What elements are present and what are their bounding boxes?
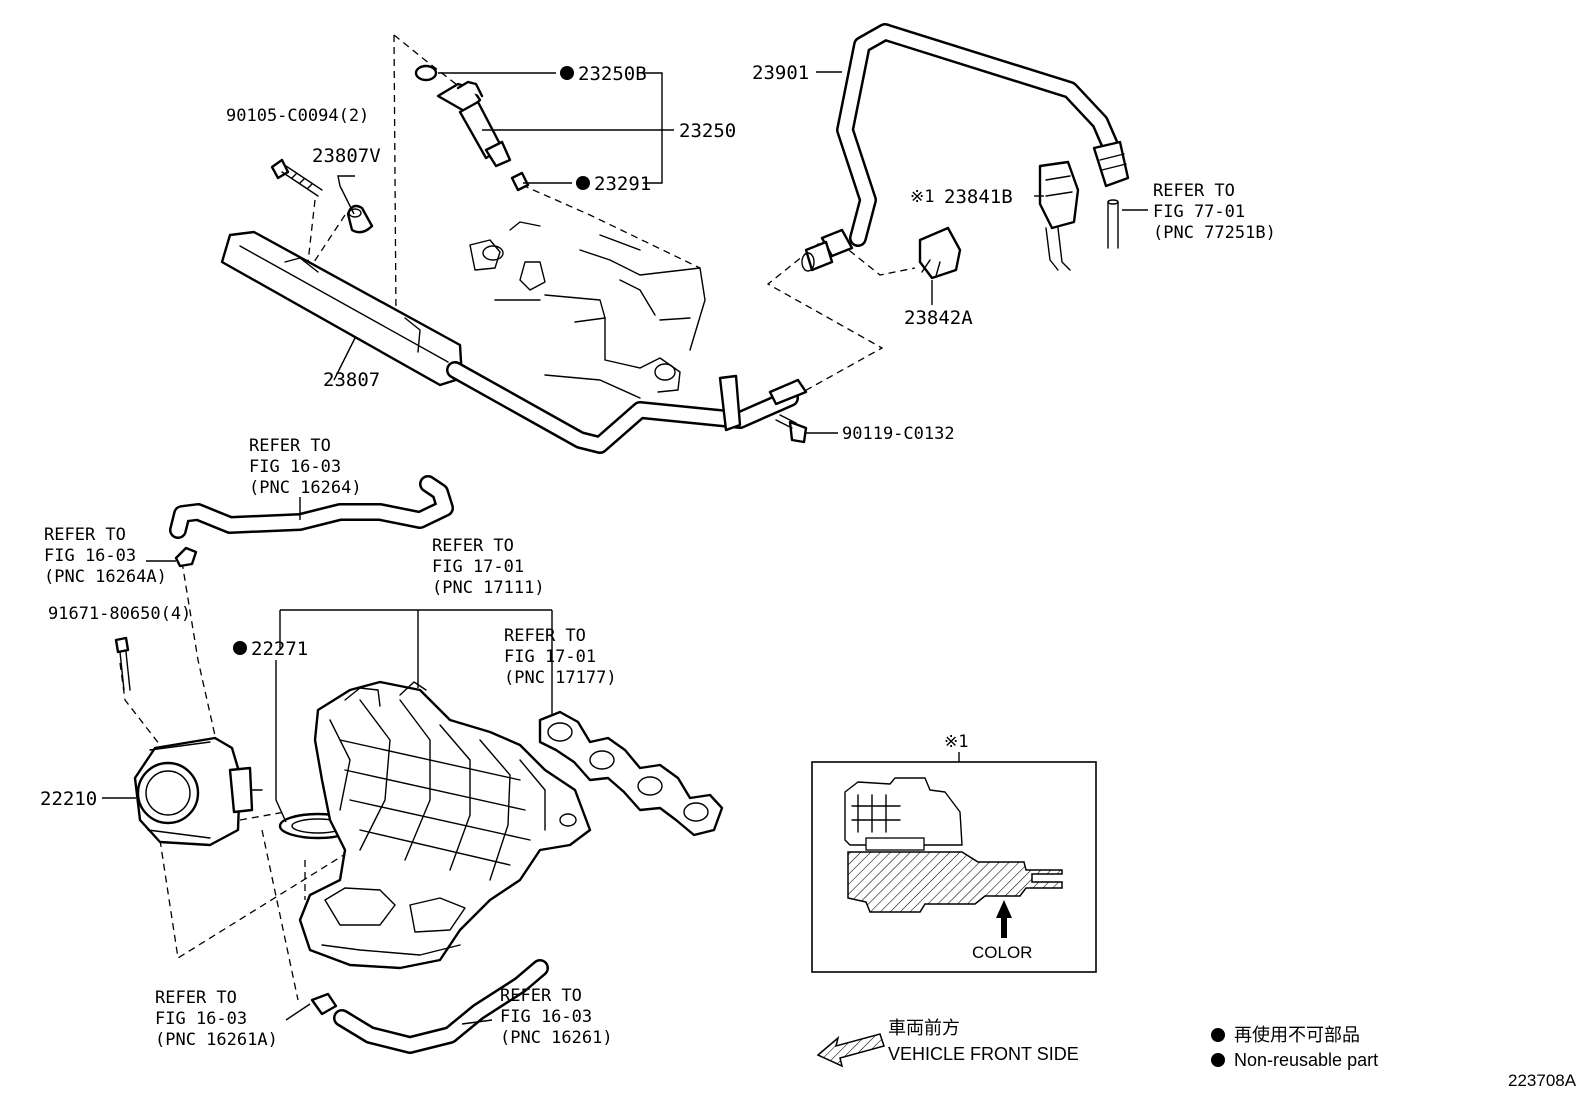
fuel-delivery-pipe-23807[interactable] [220, 230, 808, 454]
injector-23250[interactable] [414, 64, 530, 192]
gasket-17177[interactable] [538, 710, 724, 837]
ventilation-hose-16264 [169, 475, 454, 539]
label-90119-c0132: 90119-C0132 [842, 424, 955, 444]
inset-mark: ※1 [944, 732, 968, 752]
label-23250: 23250 [679, 120, 736, 142]
refer-16261-line3: (PNC 16261) [500, 1028, 613, 1048]
figure-id: 223708A [1508, 1071, 1577, 1090]
legend-nonreuse-jp: 再使用不可部品 [1234, 1025, 1360, 1045]
nonreusable-dot-23250b [560, 66, 574, 80]
bolt-91671-80650[interactable] [114, 636, 131, 691]
clip-23842a[interactable] [918, 226, 962, 280]
tube-77251b [1107, 199, 1119, 249]
bolt-90119-c0132[interactable] [775, 414, 808, 444]
vehicle-front-indicator: 車両前方 VEHICLE FRONT SIDE [816, 1018, 1079, 1068]
label-23841b-mark: ※1 [910, 187, 934, 207]
refer-17111[interactable]: REFER TO FIG 17-01 (PNC 17111) [432, 536, 545, 598]
refer-16264[interactable]: REFER TO FIG 16-03 (PNC 16264) [249, 436, 362, 498]
legend-nonreuse-en: Non-reusable part [1234, 1050, 1378, 1070]
bolt-90105-c0094[interactable] [270, 158, 323, 197]
refer-17177-line2: FIG 17-01 [504, 647, 596, 667]
front-label-jp: 車両前方 [888, 1018, 960, 1038]
front-label-en: VEHICLE FRONT SIDE [888, 1044, 1079, 1064]
label-91671-80650: 91671-80650(4) [48, 604, 191, 624]
refer-16261-line1: REFER TO [500, 986, 582, 1006]
refer-17177-line1: REFER TO [504, 626, 586, 646]
label-23841b: 23841B [944, 186, 1013, 208]
label-23901: 23901 [752, 62, 809, 84]
label-23291: 23291 [594, 173, 651, 195]
refer-16264a-line1: REFER TO [44, 525, 126, 545]
label-23807v: 23807V [312, 145, 381, 167]
refer-17111-line3: (PNC 17111) [432, 578, 545, 598]
assembly-dashed-lines [119, 34, 916, 1001]
refer-16261a[interactable]: REFER TO FIG 16-03 (PNC 16261A) [155, 988, 278, 1050]
label-23807: 23807 [323, 369, 380, 391]
refer-16261a-line3: (PNC 16261A) [155, 1030, 278, 1050]
nonreusable-dot-22271 [233, 641, 247, 655]
refer-17111-line1: REFER TO [432, 536, 514, 556]
label-22271: 22271 [251, 638, 308, 660]
refer-16261[interactable]: REFER TO FIG 16-03 (PNC 16261) [500, 986, 613, 1048]
clamp-16264a [174, 546, 198, 568]
refer-16264-line3: (PNC 16264) [249, 478, 362, 498]
hose-16261 [333, 959, 549, 1054]
inset-connector-detail: ※1 COLOR [811, 732, 1097, 973]
refer-77251b-line1: REFER TO [1153, 181, 1235, 201]
refer-77251b-line2: FIG 77-01 [1153, 202, 1245, 222]
label-23842a: 23842A [904, 307, 973, 329]
throttle-body-22210[interactable] [133, 736, 263, 847]
refer-16264-line2: FIG 16-03 [249, 457, 341, 477]
refer-17111-line2: FIG 17-01 [432, 557, 524, 577]
refer-16264-line1: REFER TO [249, 436, 331, 456]
inset-color-label: COLOR [972, 943, 1032, 962]
label-23250b: 23250B [578, 63, 647, 85]
engine-head-fragment [469, 221, 706, 399]
label-22210: 22210 [40, 788, 97, 810]
refer-77251b[interactable]: REFER TO FIG 77-01 (PNC 77251B) [1153, 181, 1276, 243]
nonreusable-legend: 再使用不可部品 Non-reusable part [1211, 1025, 1378, 1070]
legend-dot-en [1211, 1053, 1225, 1067]
refer-16261a-line1: REFER TO [155, 988, 237, 1008]
refer-16264a-line2: FIG 16-03 [44, 546, 136, 566]
front-arrow-icon [816, 1033, 885, 1068]
intake-manifold-17111[interactable] [298, 680, 592, 970]
nonreusable-dot-23291 [576, 176, 590, 190]
label-90105-c0094: 90105-C0094(2) [226, 106, 369, 126]
refer-16261a-line2: FIG 16-03 [155, 1009, 247, 1029]
fuel-hose-23901[interactable] [801, 23, 1130, 272]
refer-17177-line3: (PNC 17177) [504, 668, 617, 688]
refer-16261-line2: FIG 16-03 [500, 1007, 592, 1027]
refer-77251b-line3: (PNC 77251B) [1153, 223, 1276, 243]
refer-16264a[interactable]: REFER TO FIG 16-03 (PNC 16264A) [44, 525, 167, 587]
connector-23841b[interactable] [1038, 160, 1080, 271]
clamp-16261a [310, 992, 338, 1016]
legend-dot-jp [1211, 1028, 1225, 1042]
refer-16264a-line3: (PNC 16264A) [44, 567, 167, 587]
refer-17177[interactable]: REFER TO FIG 17-01 (PNC 17177) [504, 626, 617, 688]
leader-lines [102, 71, 1148, 1025]
